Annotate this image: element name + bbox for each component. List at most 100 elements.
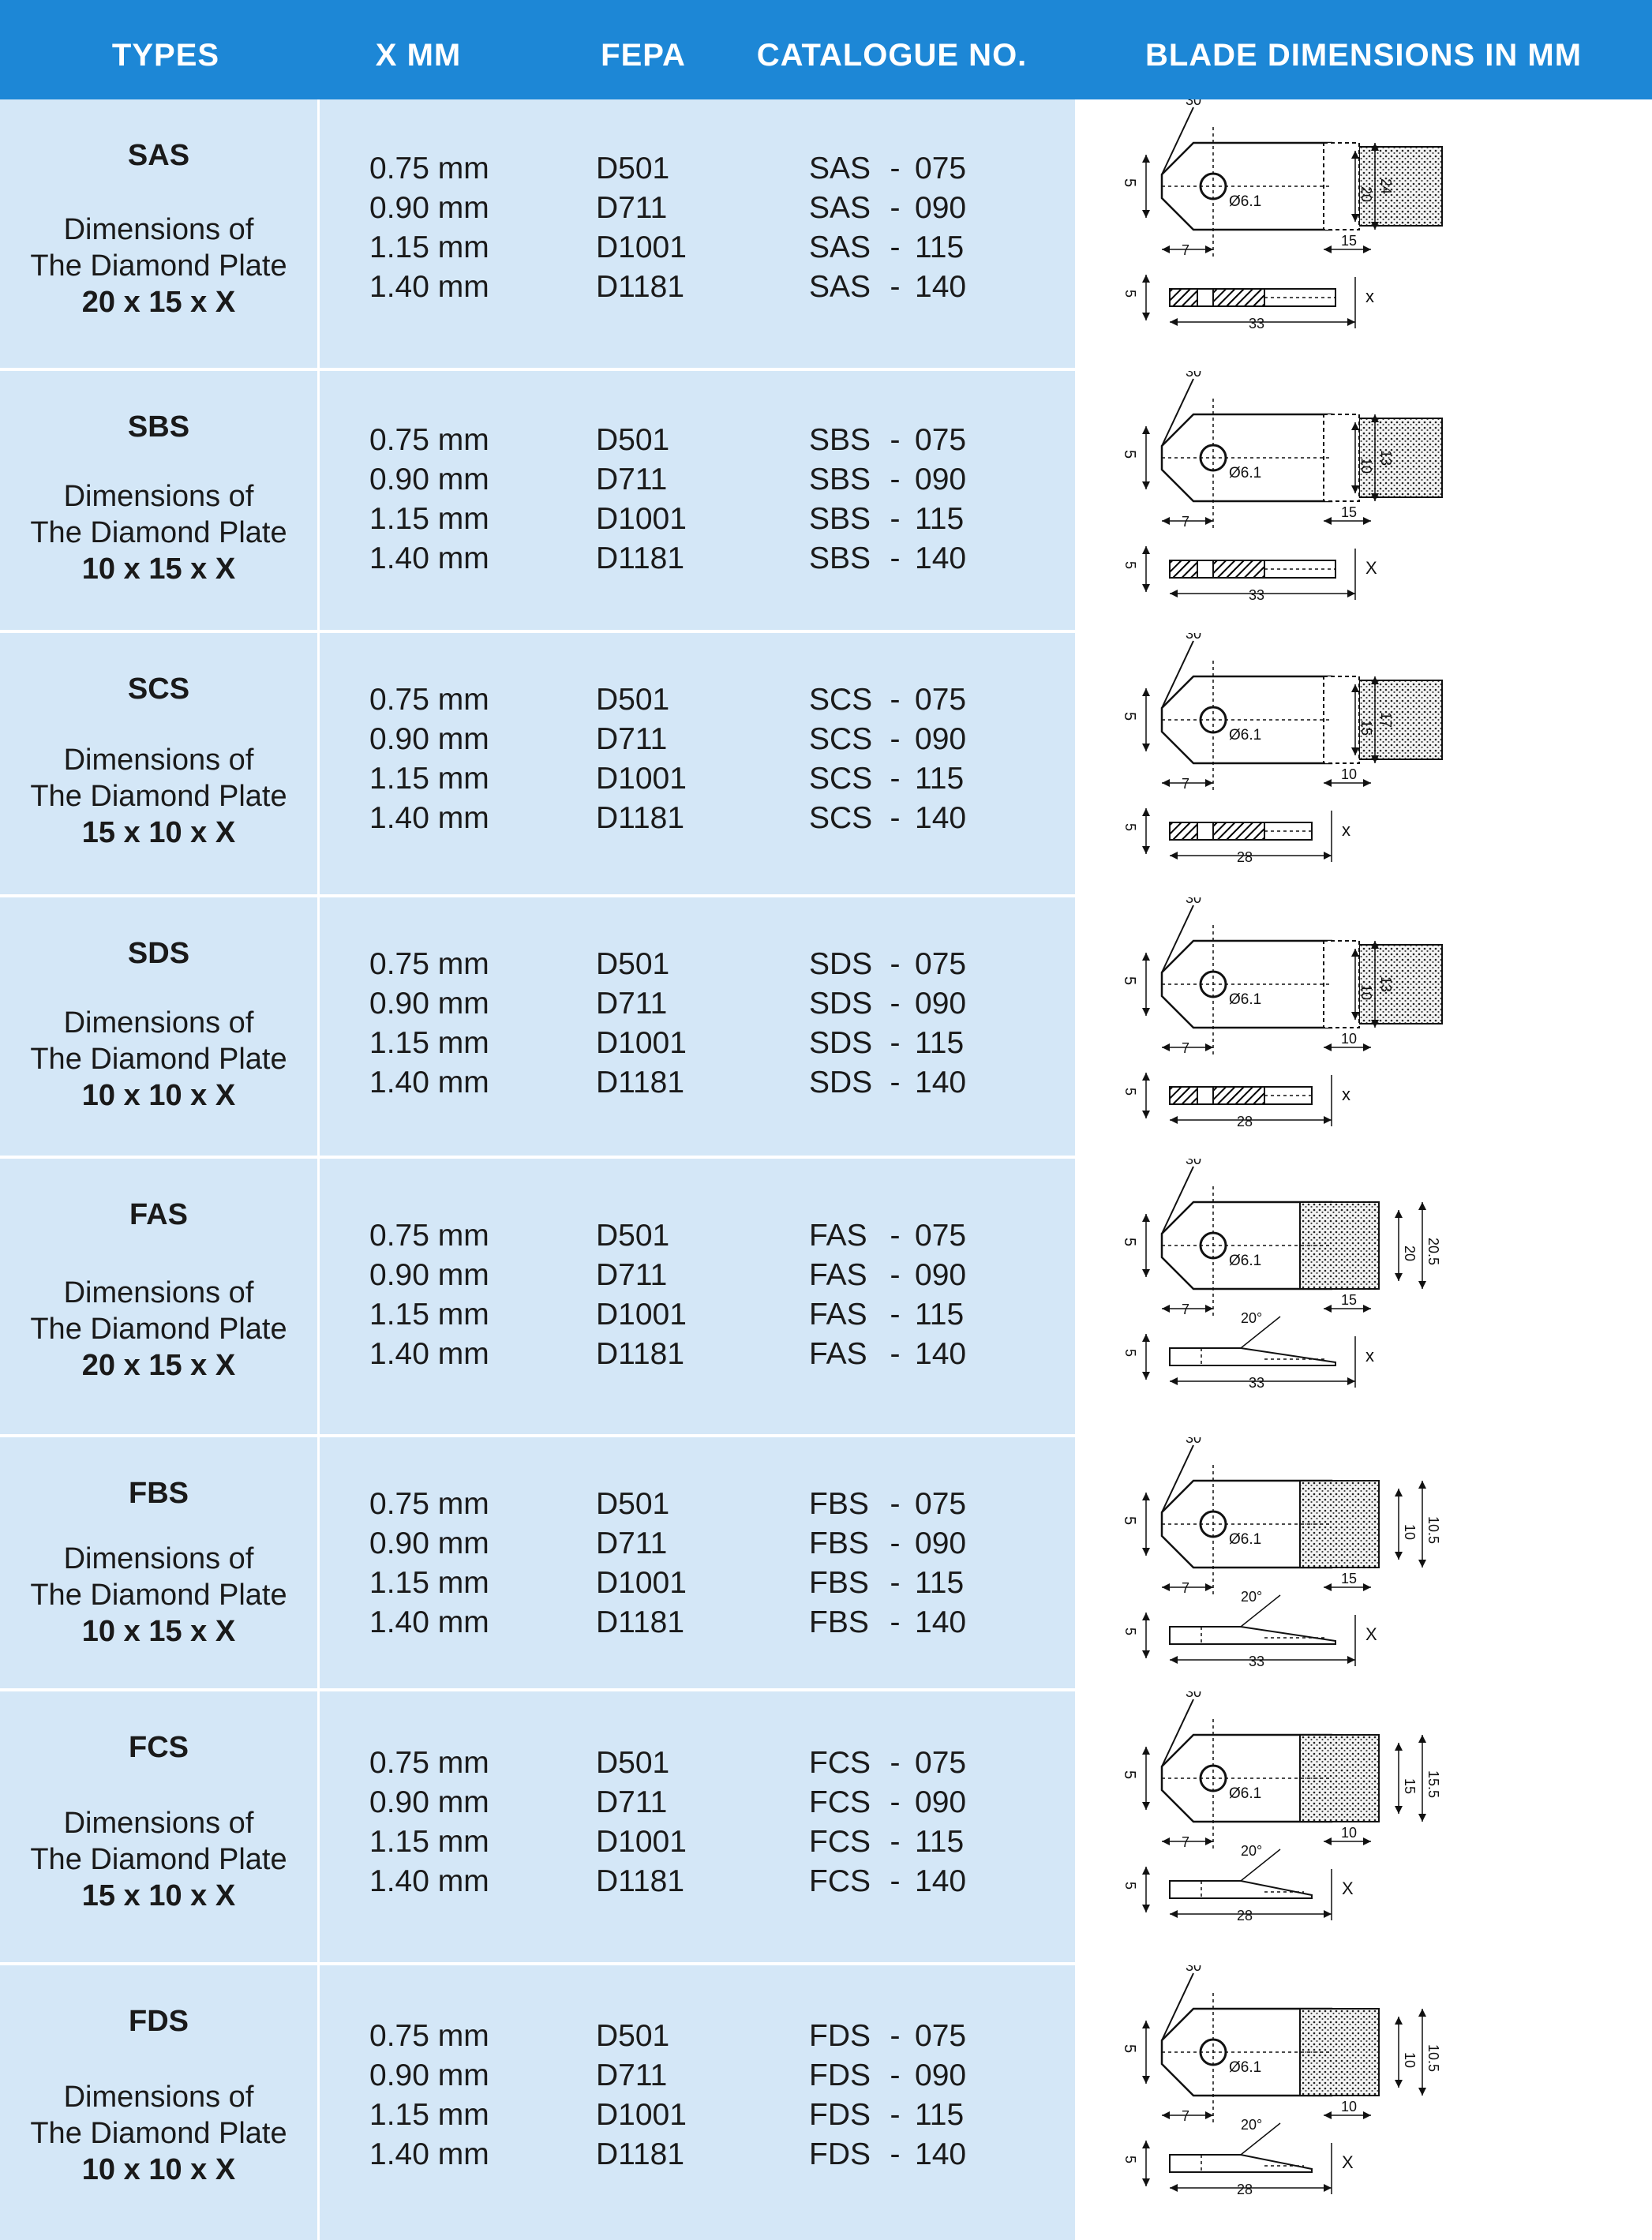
catalogue-dash: -: [890, 230, 901, 264]
catalogue-dash: -: [890, 683, 901, 717]
catalogue-code: 140: [915, 1864, 967, 1898]
catalogue-dash: -: [890, 502, 901, 536]
catalogue-dash: -: [890, 1258, 901, 1292]
plate-dimensions: 20 x 15 x X: [81, 1349, 236, 1382]
x-mm-value: 1.15 mm: [369, 1298, 489, 1332]
catalogue-prefix: FAS: [809, 1337, 867, 1371]
x-mm-value: 1.15 mm: [369, 1566, 489, 1600]
header-x-mm: X MM: [375, 38, 462, 73]
hole-diameter-label: Ø6.1: [1229, 727, 1261, 744]
catalogue-code: 075: [915, 947, 967, 981]
catalogue-code: 140: [915, 1337, 967, 1371]
offset-label: 7: [1182, 1040, 1189, 1056]
thickness-label: 5: [1122, 2156, 1138, 2163]
catalogue-number: FDS-075: [809, 2017, 966, 2056]
x-mm-value: 1.40 mm: [369, 270, 489, 304]
type-name: FCS: [129, 1731, 189, 1764]
plate-width-label: 10: [1341, 2099, 1357, 2115]
catalogue-dash: -: [890, 2098, 901, 2132]
catalogue-dash: -: [890, 947, 901, 981]
catalogue-dash: -: [890, 541, 901, 575]
length-label: 33: [1249, 316, 1264, 332]
column-divider: [317, 633, 320, 897]
catalogue-code: 140: [915, 270, 967, 304]
dimension-label: The Diamond Plate: [30, 780, 287, 813]
catalogue-dash: -: [890, 1566, 901, 1600]
x-mm-value: 0.90 mm: [369, 722, 489, 756]
catalogue-dash: -: [890, 2019, 901, 2053]
thickness-x-label: x: [1365, 287, 1374, 306]
catalogue-dash: -: [890, 1785, 901, 1819]
catalogue-prefix: SBS: [809, 541, 871, 575]
catalogue-dash: -: [890, 423, 901, 457]
catalogue-dash: -: [890, 1864, 901, 1898]
plate-dimensions: 20 x 15 x X: [81, 286, 236, 319]
row-divider: [0, 1156, 1075, 1159]
plate-width-label: 15: [1341, 1571, 1357, 1586]
x-mm-value: 1.40 mm: [369, 1337, 489, 1371]
total-height-label: 15.5: [1425, 1770, 1441, 1798]
column-divider: [317, 1691, 320, 1965]
x-mm-value: 1.15 mm: [369, 1026, 489, 1060]
catalogue-code: 140: [915, 1066, 967, 1099]
type-name: FBS: [129, 1477, 189, 1510]
thickness-x-label: X: [1365, 1624, 1377, 1644]
catalogue-number: SCS-140: [809, 799, 966, 838]
column-divider: [317, 1437, 320, 1691]
row-background: [0, 897, 1075, 1159]
fepa-value: D1001: [596, 762, 687, 796]
catalogue-code: 115: [915, 1566, 965, 1600]
dimension-label: Dimensions of: [63, 1807, 254, 1840]
catalogue-code: 115: [915, 2098, 965, 2132]
catalogue-number: SDS-090: [809, 984, 966, 1024]
total-height-label: 10.5: [1425, 2044, 1441, 2072]
plate-width-label: 10: [1341, 1031, 1357, 1047]
catalogue-code: 115: [915, 762, 965, 796]
offset-label: 7: [1182, 1580, 1189, 1596]
catalogue-dash: -: [890, 1605, 901, 1639]
angle-label: 30°: [1186, 1437, 1207, 1446]
catalogue-dash: -: [890, 152, 901, 185]
length-label: 28: [1237, 2182, 1253, 2197]
catalogue-code: 090: [915, 987, 967, 1021]
catalogue-prefix: FCS: [809, 1746, 871, 1780]
dimension-label: The Diamond Plate: [30, 1843, 287, 1876]
fepa-value: D711: [596, 1526, 668, 1560]
x-mm-value: 1.40 mm: [369, 1864, 489, 1898]
catalogue-dash: -: [890, 2058, 901, 2092]
x-mm-value: 0.75 mm: [369, 1746, 489, 1780]
catalogue-code: 115: [915, 230, 965, 264]
fepa-value: D711: [596, 722, 668, 756]
fepa-value: D1001: [596, 502, 687, 536]
height-label: 5: [1121, 1516, 1138, 1525]
catalogue-code: 115: [915, 1026, 965, 1060]
table-header: TYPES X MM FEPA CATALOGUE NO. BLADE DIME…: [0, 0, 1652, 99]
x-mm-value: 0.75 mm: [369, 1487, 489, 1521]
x-mm-value: 1.15 mm: [369, 502, 489, 536]
tip-angle-label: 20°: [1241, 1310, 1262, 1326]
catalogue-prefix: FDS: [809, 2019, 871, 2053]
x-mm-value: 0.90 mm: [369, 191, 489, 225]
dimension-label: Dimensions of: [63, 480, 254, 513]
plate-width-label: 15: [1341, 1292, 1357, 1308]
fepa-value: D1001: [596, 1566, 687, 1600]
catalogue-number: FBS-075: [809, 1485, 966, 1524]
row-divider: [0, 368, 1075, 371]
height-label: 5: [1121, 1238, 1138, 1246]
catalogue-code: 075: [915, 1487, 967, 1521]
plate-width-label: 10: [1341, 766, 1357, 782]
x-mm-value: 1.15 mm: [369, 230, 489, 264]
catalogue-code: 090: [915, 2058, 967, 2092]
